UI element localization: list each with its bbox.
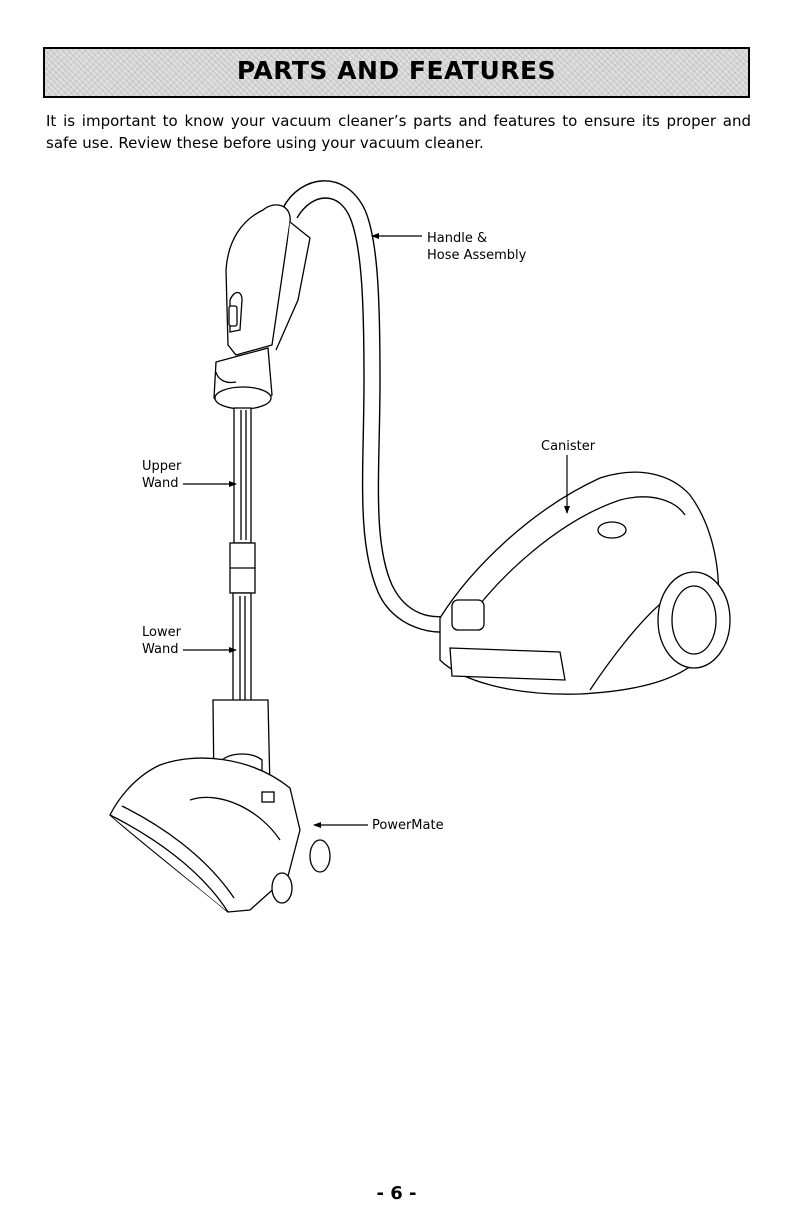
page-number: - 6 - (0, 1183, 793, 1204)
lower-wand-label-line1: Lower (142, 624, 181, 641)
upper-wand-label: Upper Wand (142, 458, 181, 492)
handle-label-line2: Hose Assembly (427, 247, 526, 264)
canister (440, 472, 730, 694)
powermate-head (110, 700, 330, 912)
upper-wand-label-line1: Upper (142, 458, 181, 475)
lower-wand (233, 593, 251, 703)
lower-wand-label: Lower Wand (142, 624, 181, 658)
wand-coupling (230, 543, 255, 593)
upper-wand (234, 408, 251, 543)
handle (214, 205, 310, 409)
handle-label: Handle & Hose Assembly (427, 230, 526, 264)
lower-wand-label-line2: Wand (142, 641, 181, 658)
powermate-label: PowerMate (372, 817, 444, 834)
handle-label-line1: Handle & (427, 230, 526, 247)
canister-label: Canister (541, 438, 595, 455)
upper-wand-label-line2: Wand (142, 475, 181, 492)
